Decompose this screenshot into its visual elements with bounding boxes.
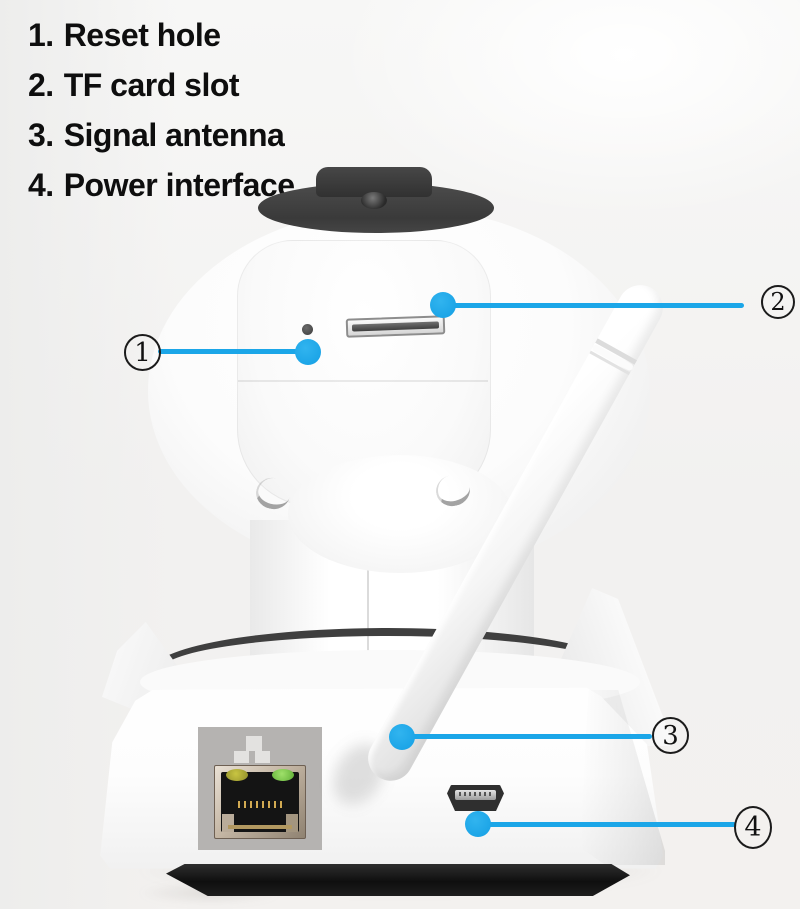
legend-item-tf-card-slot: 2.TF card slot [28, 60, 295, 110]
head-chin-bulge [288, 455, 512, 573]
callout-badge-4: 4 [734, 806, 772, 849]
ethernet-lan-icon [234, 751, 249, 763]
legend-label: TF card slot [63, 67, 240, 103]
callout-number: 1 [134, 337, 151, 368]
legend-number: 1. [28, 17, 54, 53]
base-bottom-trim [166, 864, 630, 896]
legend-number: 3. [28, 117, 54, 153]
callout-dot-power-interface [465, 811, 491, 837]
panel-seam [238, 380, 488, 382]
legend-number: 4. [28, 167, 54, 203]
legend-item-signal-antenna: 3.Signal antenna [28, 110, 295, 160]
legend-label: Power interface [63, 167, 295, 203]
tf-card-slot [345, 315, 446, 338]
legend-label: Reset hole [63, 17, 221, 53]
legend-number: 2. [28, 67, 54, 103]
reset-hole [302, 324, 313, 335]
callout-dot-tf-card-slot [430, 292, 456, 318]
rj45-notch-right [286, 814, 298, 832]
legend-item-reset-hole: 1.Reset hole [28, 10, 295, 60]
callout-dot-reset-hole [295, 339, 321, 365]
legend-label: Signal antenna [63, 117, 285, 153]
neck-seam [367, 552, 369, 652]
callout-number: 2 [770, 288, 786, 316]
rj45-notch-left [222, 814, 234, 832]
micro-usb-pins [459, 792, 492, 796]
rj45-gold-trim [228, 825, 292, 829]
callout-badge-1: 1 [124, 334, 161, 371]
ethernet-lan-icon [255, 751, 270, 763]
rj45-pins [238, 801, 284, 808]
legend: 1.Reset hole 2.TF card slot 3.Signal ant… [28, 10, 295, 210]
callout-number: 3 [662, 720, 679, 751]
callout-dot-signal-antenna [389, 724, 415, 750]
tf-card-slit [351, 321, 440, 332]
callout-line-3 [402, 734, 652, 739]
cap-screw [361, 192, 387, 209]
callout-badge-2: 2 [761, 285, 795, 319]
rj45-led-yellow [226, 769, 248, 781]
callout-line-2 [443, 303, 744, 308]
callout-line-1 [158, 349, 310, 354]
rj45-led-green [272, 769, 294, 781]
callout-badge-3: 3 [652, 717, 689, 754]
callout-number: 4 [744, 812, 762, 843]
legend-item-power-interface: 4.Power interface [28, 160, 295, 210]
ethernet-lan-icon [246, 736, 262, 751]
callout-line-4 [478, 822, 736, 827]
